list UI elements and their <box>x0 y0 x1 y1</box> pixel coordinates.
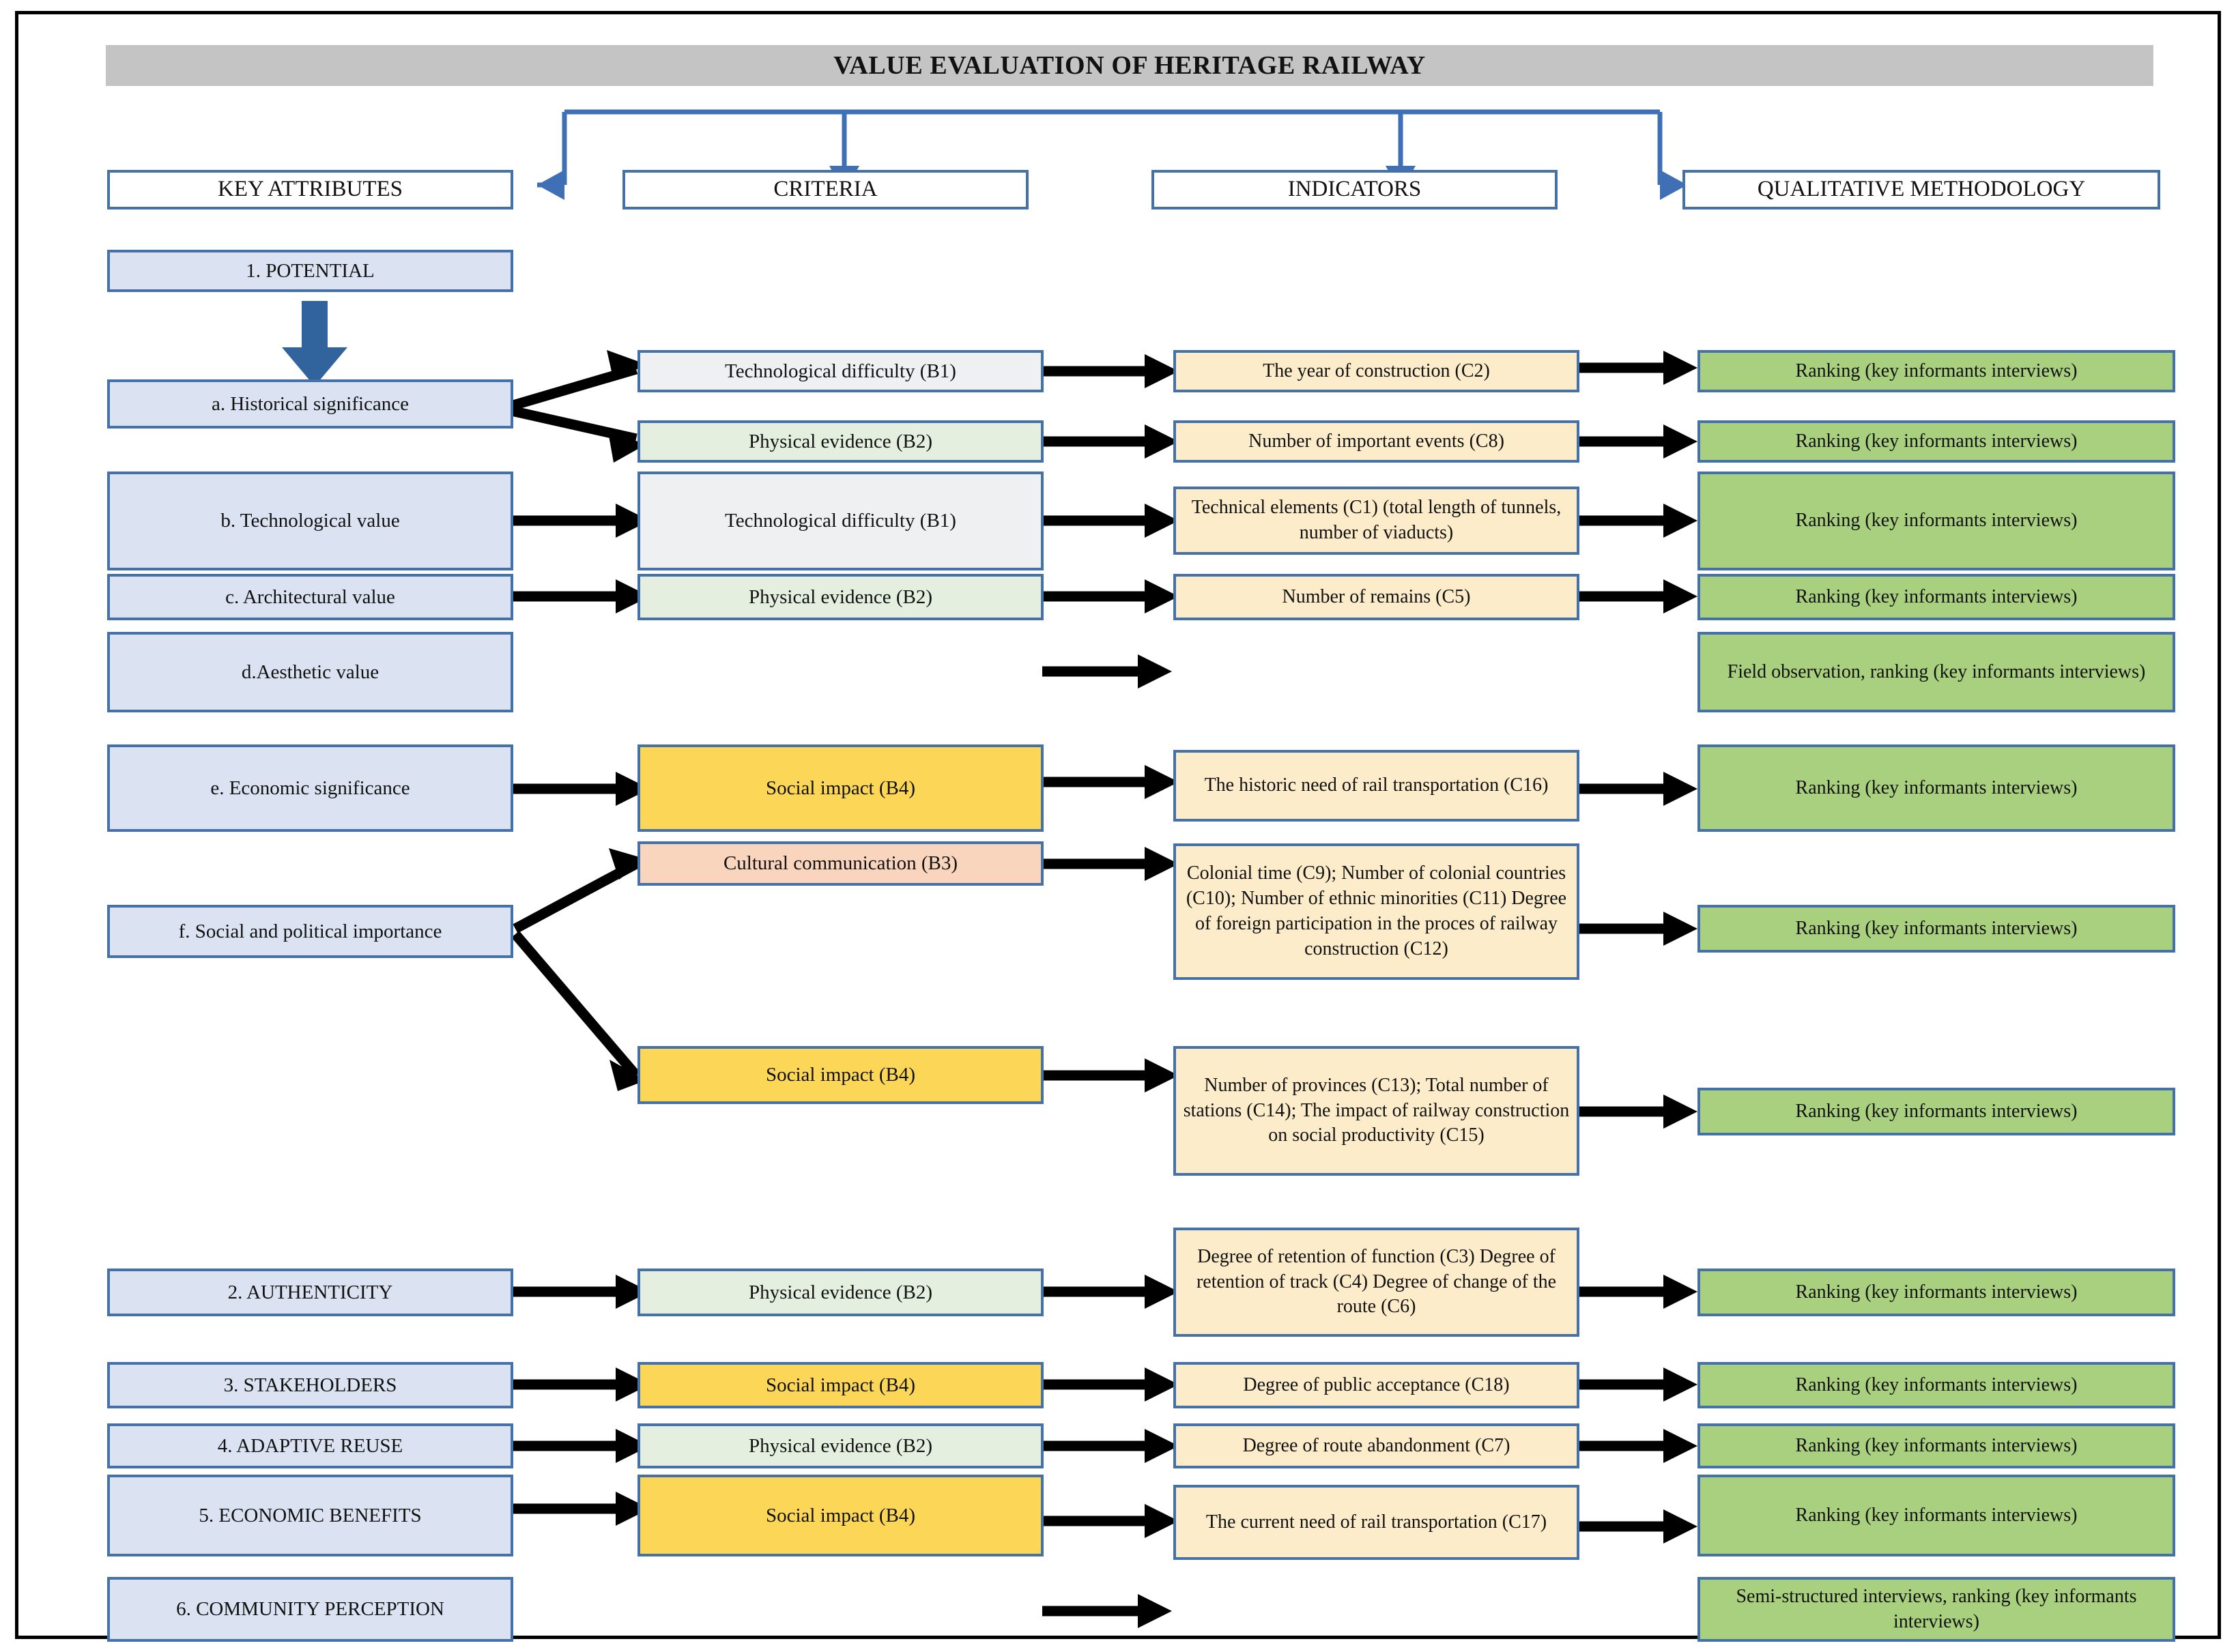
methodology-c3[interactable]: Ranking (key informants interviews) <box>1697 1269 2175 1316</box>
attribute-architectural-value[interactable]: c. Architectural value <box>107 574 513 620</box>
methodology-c9[interactable]: Ranking (key informants interviews) <box>1697 905 2175 953</box>
attribute-technological-value[interactable]: b. Technological value <box>107 472 513 570</box>
indicator-c9-c12[interactable]: Colonial time (C9); Number of colonial c… <box>1173 843 1579 980</box>
criteria-social-impact-b4-social[interactable]: Social impact (B4) <box>637 1046 1044 1104</box>
indicator-c16[interactable]: The historic need of rail transportation… <box>1173 750 1579 822</box>
header-indicators[interactable]: INDICATORS <box>1151 170 1558 209</box>
indicator-c2[interactable]: The year of construction (C2) <box>1173 350 1579 392</box>
attribute-community-perception[interactable]: 6. COMMUNITY PERCEPTION <box>107 1577 513 1642</box>
criteria-physical-evidence-b2-historical[interactable]: Physical evidence (B2) <box>637 420 1044 463</box>
attribute-social-political-importance[interactable]: f. Social and political importance <box>107 905 513 958</box>
indicator-c3-c6[interactable]: Degree of retention of function (C3) Deg… <box>1173 1228 1579 1337</box>
attribute-historical-significance[interactable]: a. Historical significance <box>107 379 513 429</box>
indicator-c17[interactable]: The current need of rail transportation … <box>1173 1485 1579 1560</box>
criteria-physical-evidence-b2-architectural[interactable]: Physical evidence (B2) <box>637 574 1044 620</box>
attribute-potential[interactable]: 1. POTENTIAL <box>107 250 513 292</box>
methodology-c5[interactable]: Ranking (key informants interviews) <box>1697 574 2175 620</box>
attribute-aesthetic-value[interactable]: d.Aesthetic value <box>107 632 513 712</box>
criteria-technological-difficulty-b1-historical[interactable]: Technological difficulty (B1) <box>637 350 1044 392</box>
methodology-community[interactable]: Semi-structured interviews, ranking (key… <box>1697 1577 2175 1642</box>
indicator-c1[interactable]: Technical elements (C1) (total length of… <box>1173 487 1579 555</box>
indicator-c8[interactable]: Number of important events (C8) <box>1173 420 1579 463</box>
indicator-c7[interactable]: Degree of route abandonment (C7) <box>1173 1423 1579 1468</box>
criteria-technological-difficulty-b1-technological[interactable]: Technological difficulty (B1) <box>637 472 1044 570</box>
attribute-authenticity[interactable]: 2. AUTHENTICITY <box>107 1269 513 1316</box>
methodology-c8[interactable]: Ranking (key informants interviews) <box>1697 420 2175 463</box>
attribute-stakeholders[interactable]: 3. STAKEHOLDERS <box>107 1362 513 1408</box>
indicator-c13-c15[interactable]: Number of provinces (C13); Total number … <box>1173 1046 1579 1176</box>
methodology-c7[interactable]: Ranking (key informants interviews) <box>1697 1423 2175 1468</box>
page-title: VALUE EVALUATION OF HERITAGE RAILWAY <box>106 45 2153 86</box>
methodology-c1[interactable]: Ranking (key informants interviews) <box>1697 472 2175 570</box>
methodology-aesthetic[interactable]: Field observation, ranking (key informan… <box>1697 632 2175 712</box>
header-key-attributes[interactable]: KEY ATTRIBUTES <box>107 170 513 209</box>
methodology-c16[interactable]: Ranking (key informants interviews) <box>1697 744 2175 832</box>
header-qualitative-methodology[interactable]: QUALITATIVE METHODOLOGY <box>1682 170 2160 209</box>
criteria-physical-evidence-b2-adaptive[interactable]: Physical evidence (B2) <box>637 1423 1044 1468</box>
methodology-c2[interactable]: Ranking (key informants interviews) <box>1697 350 2175 392</box>
criteria-social-impact-b4-stakeholders[interactable]: Social impact (B4) <box>637 1362 1044 1408</box>
criteria-cultural-communication-b3[interactable]: Cultural communication (B3) <box>637 841 1044 886</box>
methodology-c17[interactable]: Ranking (key informants interviews) <box>1697 1475 2175 1556</box>
methodology-c18[interactable]: Ranking (key informants interviews) <box>1697 1362 2175 1408</box>
attribute-economic-benefits[interactable]: 5. ECONOMIC BENEFITS <box>107 1475 513 1556</box>
indicator-c5[interactable]: Number of remains (C5) <box>1173 574 1579 620</box>
attribute-adaptive-reuse[interactable]: 4. ADAPTIVE REUSE <box>107 1423 513 1468</box>
indicator-c18[interactable]: Degree of public acceptance (C18) <box>1173 1362 1579 1408</box>
diagram-frame: VALUE EVALUATION OF HERITAGE RAILWAY KEY… <box>15 11 2221 1642</box>
header-criteria[interactable]: CRITERIA <box>622 170 1029 209</box>
criteria-social-impact-b4-economic[interactable]: Social impact (B4) <box>637 744 1044 832</box>
criteria-physical-evidence-b2-authenticity[interactable]: Physical evidence (B2) <box>637 1269 1044 1316</box>
criteria-social-impact-b4-benefits[interactable]: Social impact (B4) <box>637 1475 1044 1556</box>
methodology-c13[interactable]: Ranking (key informants interviews) <box>1697 1088 2175 1135</box>
attribute-economic-significance[interactable]: e. Economic significance <box>107 744 513 832</box>
